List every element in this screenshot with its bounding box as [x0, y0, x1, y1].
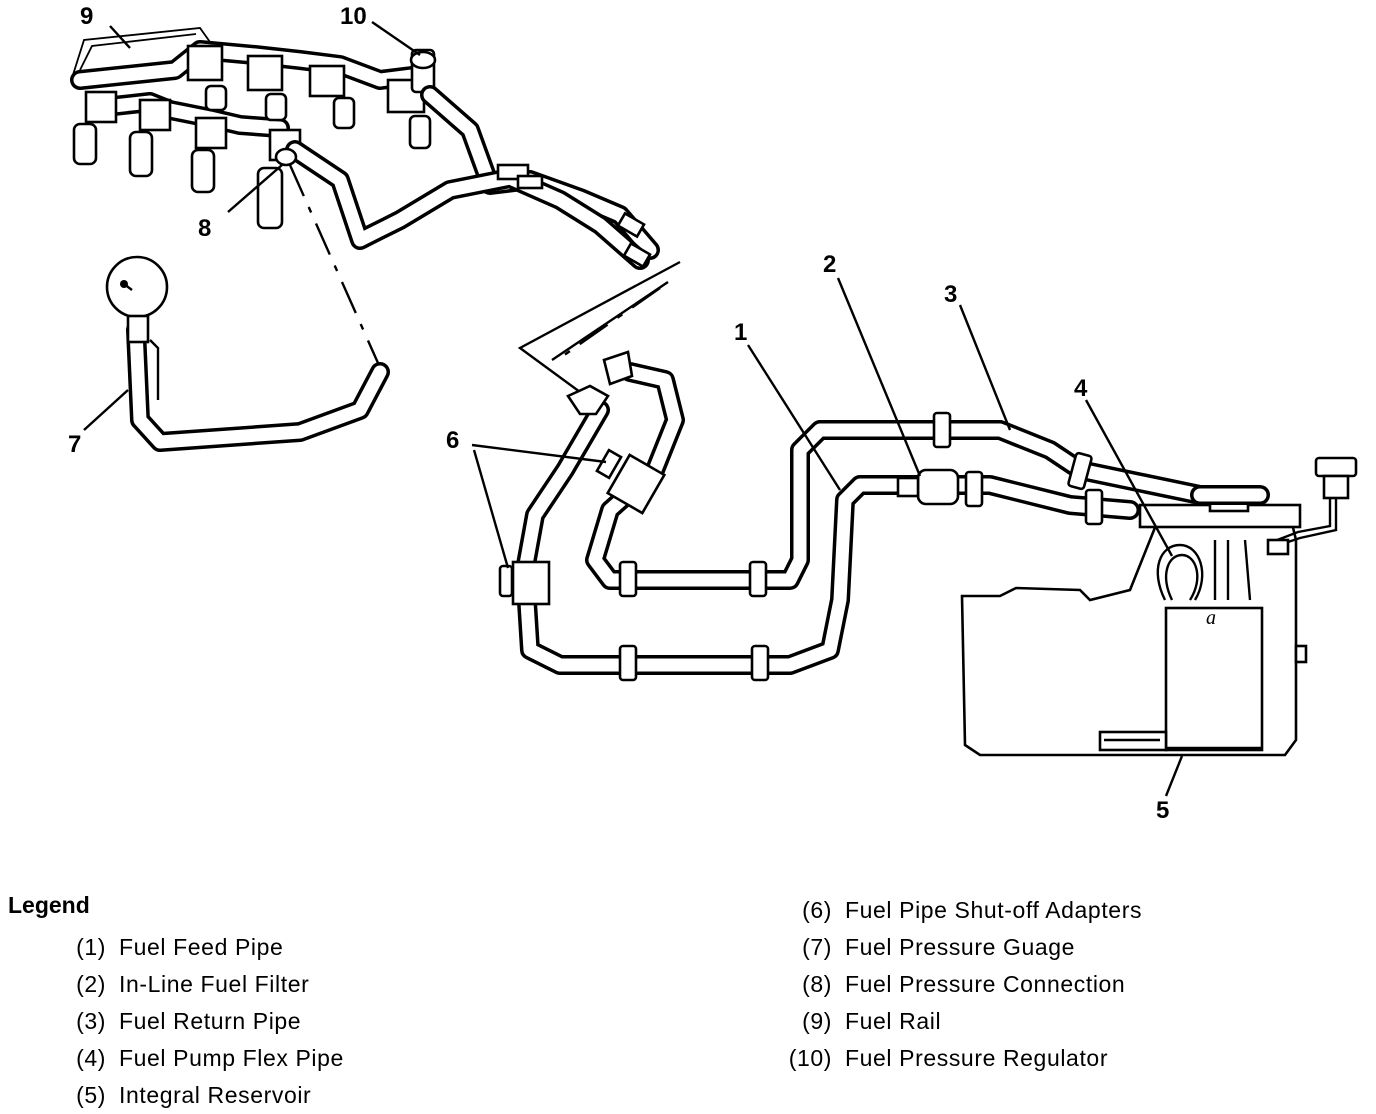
legend-number: (10)	[788, 1045, 832, 1071]
legend-label: Integral Reservoir	[119, 1082, 312, 1108]
legend-number: (3)	[76, 1008, 106, 1034]
callout-2: 2	[823, 251, 836, 278]
legend-label: Fuel Pressure Regulator	[845, 1045, 1109, 1071]
legend-item: (7) Fuel Pressure Guage	[778, 929, 1142, 966]
callout-9: 9	[80, 3, 93, 30]
callout-10: 10	[340, 3, 367, 30]
callout-5: 5	[1156, 797, 1169, 824]
legend-item: (2) In-Line Fuel Filter	[68, 966, 344, 1003]
fuel-pipe-shut-off-adapters	[498, 350, 1210, 682]
legend-label: Fuel Feed Pipe	[119, 934, 284, 960]
legend-number: (1)	[76, 934, 106, 960]
callout-3: 3	[944, 281, 957, 308]
fuel-pressure-regulator	[409, 48, 437, 94]
legend-number: (8)	[802, 971, 832, 997]
legend-item: (5) Integral Reservoir	[68, 1077, 344, 1114]
legend-label: Fuel Return Pipe	[119, 1008, 302, 1034]
integral-reservoir: a	[1098, 606, 1264, 752]
legend-column-right: (6) Fuel Pipe Shut-off Adapters (7) Fuel P…	[778, 892, 1142, 1077]
fuel-pressure-connection	[274, 147, 384, 373]
callout-4: 4	[1074, 375, 1088, 402]
callout-6: 6	[446, 427, 459, 454]
legend-item: (4) Fuel Pump Flex Pipe	[68, 1040, 344, 1077]
legend-item: (9) Fuel Rail	[778, 1003, 1142, 1040]
reservoir-mark: a	[1206, 607, 1216, 629]
legend-item: (3) Fuel Return Pipe	[68, 1003, 344, 1040]
legend-item: (8) Fuel Pressure Connection	[778, 966, 1142, 1003]
legend-label: In-Line Fuel Filter	[119, 971, 310, 997]
legend-item: (1) Fuel Feed Pipe	[68, 929, 344, 966]
legend-title: Legend	[8, 892, 90, 918]
legend-number: (5)	[76, 1082, 106, 1108]
legend-label: Fuel Pump Flex Pipe	[119, 1045, 344, 1071]
legend-number: (7)	[802, 934, 832, 960]
callout-1: 1	[734, 319, 747, 346]
legend-number: (4)	[76, 1045, 106, 1071]
legend-label: Fuel Pressure Connection	[845, 971, 1126, 997]
legend-number: (9)	[802, 1008, 832, 1034]
fuel-pressure-gauge	[105, 255, 390, 452]
legend-item: (6) Fuel Pipe Shut-off Adapters	[778, 892, 1142, 929]
vent-valve	[1266, 456, 1358, 664]
fuel-system-diagram: a 9 10 8 7 6 1 2 3 4 5	[68, 3, 1358, 824]
leader-lines	[83, 21, 1184, 797]
legend-label: Fuel Pipe Shut-off Adapters	[845, 897, 1143, 923]
legend: Legend (1) Fuel Feed Pipe (2) In-Line Fuel…	[0, 880, 1376, 1110]
callout-7: 7	[68, 431, 81, 458]
fuel-pump-flex-pipe	[1156, 539, 1252, 601]
callout-8: 8	[198, 215, 211, 242]
in-line-fuel-filter	[896, 451, 1140, 526]
legend-column-left: (1) Fuel Feed Pipe (2) In-Line Fuel Filter…	[68, 929, 344, 1114]
legend-label: Fuel Rail	[845, 1008, 942, 1034]
legend-label: Fuel Pressure Guage	[845, 934, 1076, 960]
legend-number: (6)	[802, 897, 832, 923]
rail-to-connector-pipes	[285, 85, 660, 270]
fuel-rail	[70, 27, 432, 230]
legend-item: (10) Fuel Pressure Regulator	[778, 1040, 1142, 1077]
legend-number: (2)	[76, 971, 106, 997]
